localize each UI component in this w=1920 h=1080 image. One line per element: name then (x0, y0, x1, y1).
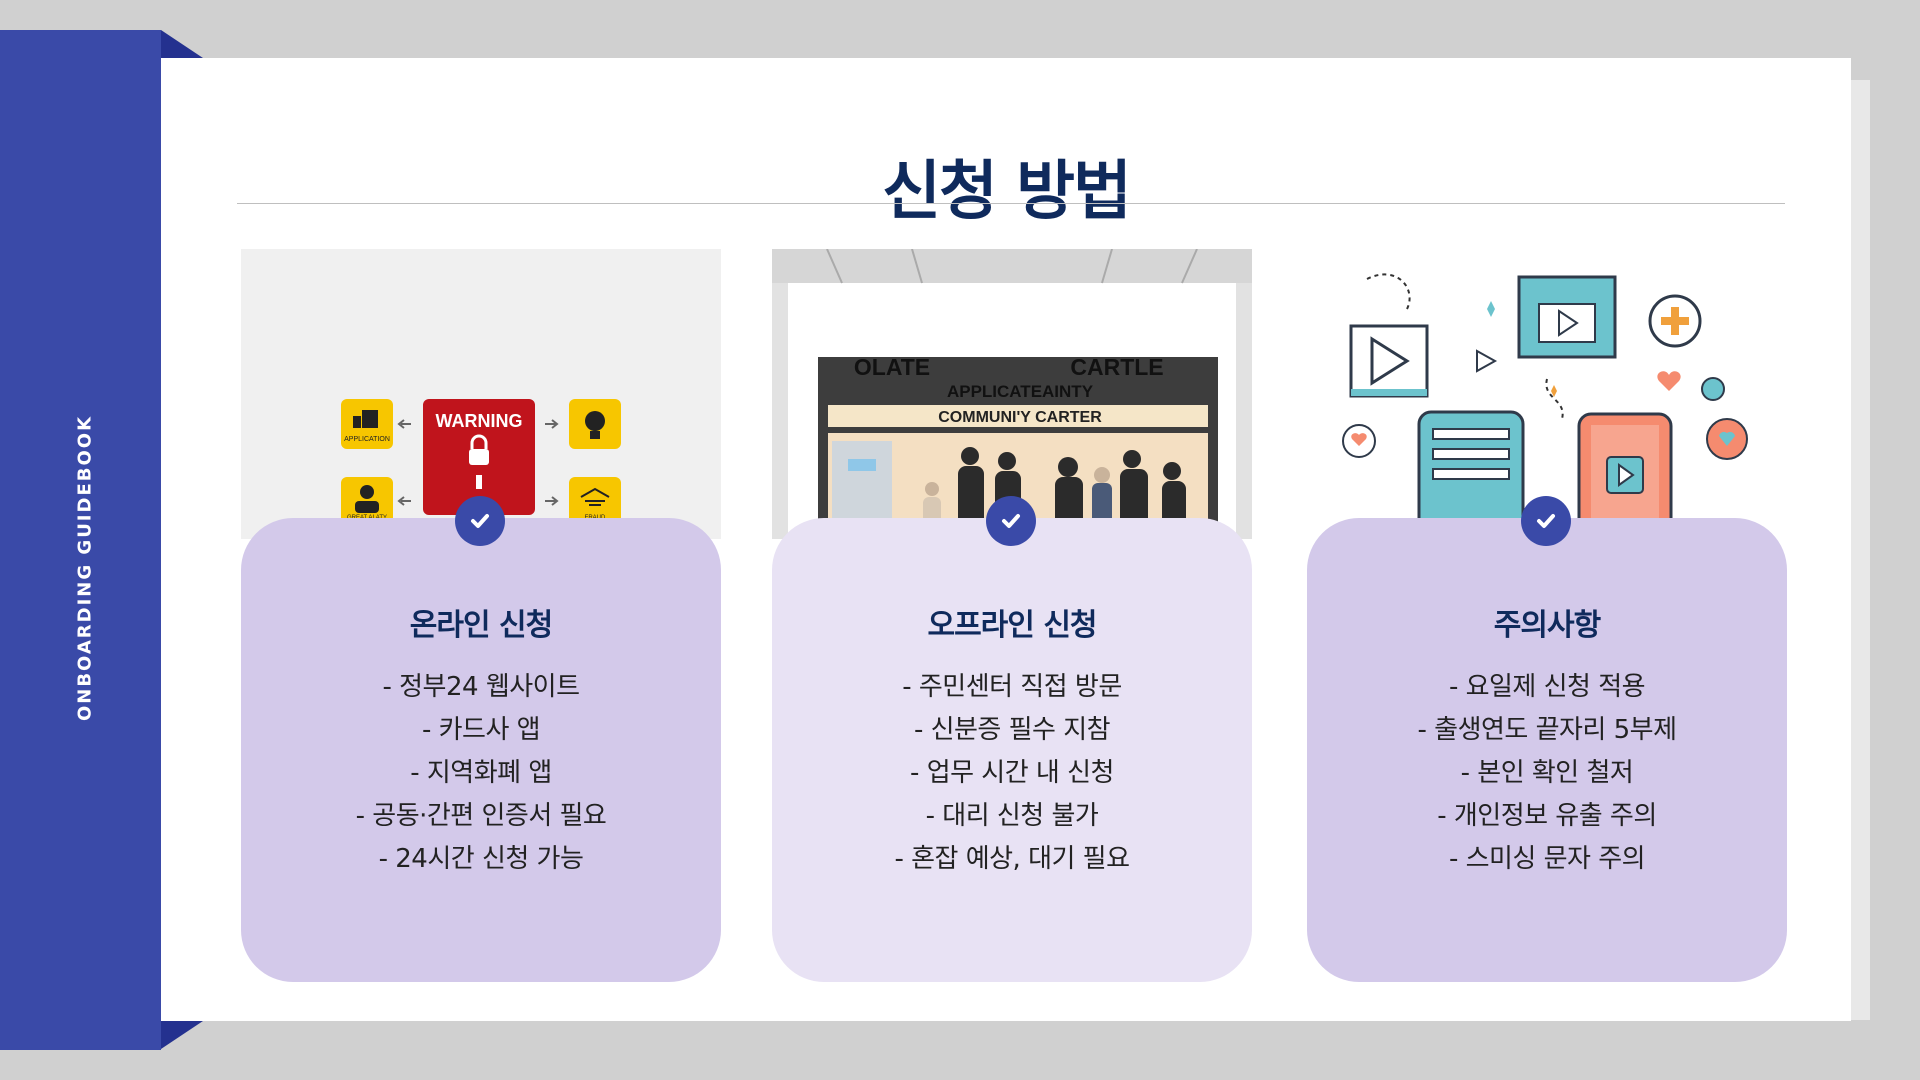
list-item: - 스미싱 문자 주의 (1448, 844, 1646, 874)
list-item: - 대리 신청 불가 (925, 801, 1099, 831)
online-application-illustration: APPLICATION WARNING GREAT ALATY FRAUD (241, 249, 721, 539)
video-player-icon (1349, 324, 1429, 398)
sign-right-text: CARTLE (1070, 354, 1163, 380)
sign-left-text: OLATE (854, 354, 930, 380)
list-item: - 지역화폐 앱 (410, 758, 552, 788)
card-title: 온라인 신청 (409, 608, 553, 643)
community-center-text: COMMUNI'Y CARTER (938, 409, 1102, 426)
offline-application-illustration: OLATE CARTLE APPLICATEAINTY COMMUNI'Y CA… (772, 249, 1252, 539)
card-title: 주의사항 (1493, 608, 1601, 643)
list-item: - 신분증 필수 지참 (913, 715, 1111, 745)
offline-application-card: 오프라인 신청 - 주민센터 직접 방문 - 신분증 필수 지참 - 업무 시간… (772, 518, 1252, 982)
sidebar-fold-top (161, 30, 203, 58)
card-item-list: - 요일제 신청 적용 - 출생연도 끝자리 5부제 - 본인 확인 철저 - … (1307, 666, 1787, 881)
sidebar-label: ONBOARDING GUIDEBOOK (74, 414, 96, 722)
card-title: 오프라인 신청 (927, 608, 1097, 643)
title-divider (237, 203, 1785, 204)
sidebar: ONBOARDING GUIDEBOOK (0, 30, 161, 1050)
card-item-list: - 주민센터 직접 방문 - 신분증 필수 지참 - 업무 시간 내 신청 - … (772, 666, 1252, 881)
list-item: - 카드사 앱 (421, 715, 541, 745)
community-center-sign (828, 405, 1208, 427)
lock-icon (469, 449, 489, 465)
application-text: APPLICATION (344, 436, 390, 443)
caution-illustration (1307, 249, 1787, 539)
warning-text: WARNING (436, 411, 523, 431)
page-title: 신청 방법 (882, 155, 1132, 229)
list-item: - 본인 확인 철저 (1460, 758, 1634, 788)
check-icon (1521, 496, 1571, 546)
check-icon (455, 496, 505, 546)
list-item: - 주민센터 직접 방문 (902, 672, 1122, 702)
caution-card: 주의사항 - 요일제 신청 적용 - 출생연도 끝자리 5부제 - 본인 확인 … (1307, 518, 1787, 982)
sign-middle-text: APPLICATEAINTY (947, 382, 1094, 401)
list-item: - 정부24 웹사이트 (382, 672, 580, 702)
card-item-list: - 정부24 웹사이트 - 카드사 앱 - 지역화폐 앱 - 공동·간편 인증서… (241, 666, 721, 881)
list-item: - 개인정보 유출 주의 (1437, 801, 1657, 831)
online-application-card: 온라인 신청 - 정부24 웹사이트 - 카드사 앱 - 지역화폐 앱 - 공동… (241, 518, 721, 982)
sidebar-fold-bottom (161, 1021, 203, 1049)
list-item: - 요일제 신청 적용 (1448, 672, 1646, 702)
list-item: - 혼잡 예상, 대기 필요 (894, 844, 1130, 874)
list-item: - 공동·간편 인증서 필요 (355, 801, 607, 831)
list-item: - 업무 시간 내 신청 (910, 758, 1114, 788)
check-icon (986, 496, 1036, 546)
list-item: - 출생연도 끝자리 5부제 (1417, 715, 1678, 745)
list-item: - 24시간 신청 가능 (378, 844, 584, 874)
